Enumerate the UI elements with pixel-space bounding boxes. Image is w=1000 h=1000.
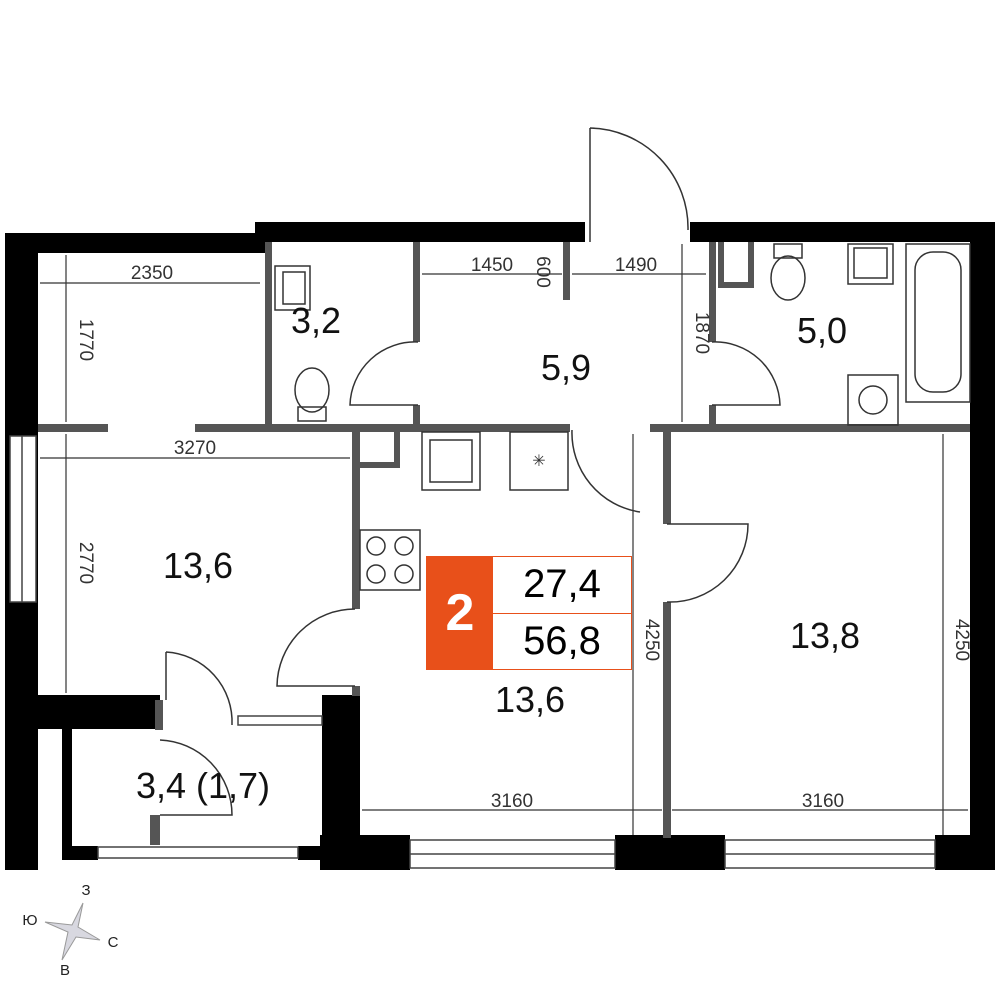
- dim-1870: 1870: [691, 312, 712, 354]
- room-area-balcony: 3,4 (1,7): [136, 765, 270, 806]
- sink-icon: [421, 431, 481, 491]
- washer-icon: [847, 374, 899, 426]
- dim-1770: 1770: [75, 319, 96, 361]
- windows: [9, 435, 936, 869]
- svg-text:✳: ✳: [532, 453, 545, 470]
- room-areas: 13,6 3,2 5,9 5,0 13,6 13,8 3,4 (1,7): [136, 300, 860, 806]
- room-area-bathroom-large: 5,0: [797, 310, 847, 351]
- doors: [159, 127, 781, 816]
- dim-600: 600: [532, 256, 553, 288]
- fixtures: ✳: [274, 243, 971, 591]
- sink-icon: [847, 243, 894, 285]
- dim-1450: 1450: [471, 255, 513, 276]
- dim-2770: 2770: [75, 542, 96, 584]
- fridge-icon: [509, 431, 569, 491]
- room-area-living: 13,6: [163, 545, 233, 586]
- compass-east: В: [60, 962, 70, 979]
- room-area-hall: 5,9: [541, 347, 591, 388]
- compass-north: С: [108, 934, 119, 951]
- outer-walls: [5, 222, 995, 870]
- dim-3160-kitchen: 3160: [491, 791, 533, 812]
- toilet-icon: [294, 367, 330, 413]
- sink-icon: [274, 265, 311, 311]
- living-area: 27,4: [493, 557, 631, 614]
- dim-4250-kitchen: 4250: [641, 619, 662, 661]
- apartment-badge: 2 27,4 56,8: [426, 556, 632, 670]
- total-area: 56,8: [523, 618, 601, 663]
- bathtub-icon: [905, 243, 971, 403]
- room-area-bedroom: 13,8: [790, 615, 860, 656]
- room-area-bathroom-small: 3,2: [291, 300, 341, 341]
- toilet-icon: [770, 255, 806, 301]
- interior-walls: [38, 242, 970, 845]
- compass-south: Ю: [22, 912, 37, 929]
- dim-2350: 2350: [131, 263, 173, 284]
- dim-4250-bedroom: 4250: [951, 619, 972, 661]
- compass-west: З: [81, 882, 90, 899]
- compass-star-icon: [44, 902, 101, 961]
- dim-1490: 1490: [615, 255, 657, 276]
- dim-3160-bedroom: 3160: [802, 791, 844, 812]
- dimension-labels: 2350 1770 3270 2770 1450 600 1490 1870 4…: [75, 255, 972, 812]
- dim-3270: 3270: [174, 438, 216, 459]
- room-count: 2: [427, 557, 493, 669]
- dimension-lines: [40, 244, 968, 835]
- room-area-kitchen: 13,6: [495, 679, 565, 720]
- compass: З Ю С В: [22, 882, 118, 979]
- stove-icon: [359, 529, 421, 591]
